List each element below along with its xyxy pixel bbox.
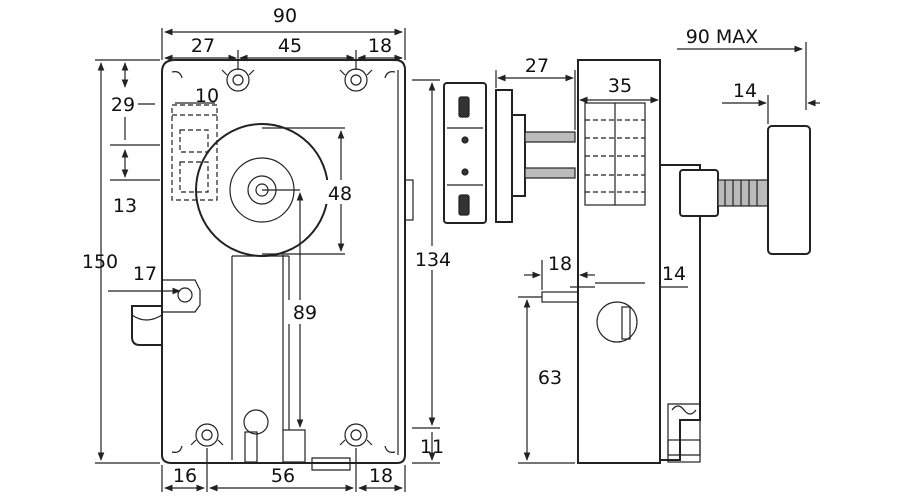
dim-bottom-11: 11 bbox=[420, 436, 444, 458]
latch-bolt bbox=[131, 279, 201, 346]
side-dimensions: 27 35 18 14 63 90 MAX 14 bbox=[495, 26, 820, 464]
dim-center-89: 89 bbox=[293, 302, 317, 324]
dim-side-35: 35 bbox=[608, 75, 632, 97]
mounting-hole-bottom-right bbox=[339, 423, 373, 447]
mounting-hole-bottom-left bbox=[190, 423, 224, 447]
dim-bottom-18: 18 bbox=[369, 465, 393, 487]
side-body bbox=[577, 59, 661, 464]
front-case-outline bbox=[161, 59, 406, 464]
dim-right-134: 134 bbox=[415, 249, 451, 271]
knob bbox=[679, 125, 811, 255]
side-view bbox=[495, 59, 811, 464]
dim-knob-max: 90 MAX bbox=[686, 26, 759, 48]
front-dimensions: 90 27 45 18 150 29 10 13 48 17 bbox=[82, 5, 454, 492]
dim-side-14: 14 bbox=[662, 263, 686, 285]
dim-left-29: 29 bbox=[111, 94, 135, 116]
dim-front-width: 90 bbox=[273, 5, 297, 27]
dim-side-18: 18 bbox=[548, 253, 572, 275]
dim-top-right: 18 bbox=[368, 35, 392, 57]
dim-bottom-56: 56 bbox=[271, 465, 295, 487]
dim-side-63: 63 bbox=[538, 367, 562, 389]
mounting-hole-top-right bbox=[339, 68, 373, 92]
dim-side-27: 27 bbox=[525, 55, 549, 77]
dim-left-10: 10 bbox=[195, 85, 219, 107]
mechanism-block bbox=[171, 104, 218, 201]
strike-plate bbox=[443, 82, 487, 224]
dim-left-13: 13 bbox=[113, 195, 137, 217]
dim-bottom-16: 16 bbox=[173, 465, 197, 487]
mounting-hole-top-left bbox=[221, 68, 255, 92]
dim-knob-14: 14 bbox=[733, 80, 757, 102]
dim-top-left: 27 bbox=[191, 35, 215, 57]
dim-hub-48: 48 bbox=[328, 183, 352, 205]
dim-height-overall: 150 bbox=[82, 251, 118, 273]
dim-bolt-17: 17 bbox=[133, 263, 157, 285]
dim-top-center: 45 bbox=[278, 35, 302, 57]
front-view bbox=[131, 59, 414, 471]
